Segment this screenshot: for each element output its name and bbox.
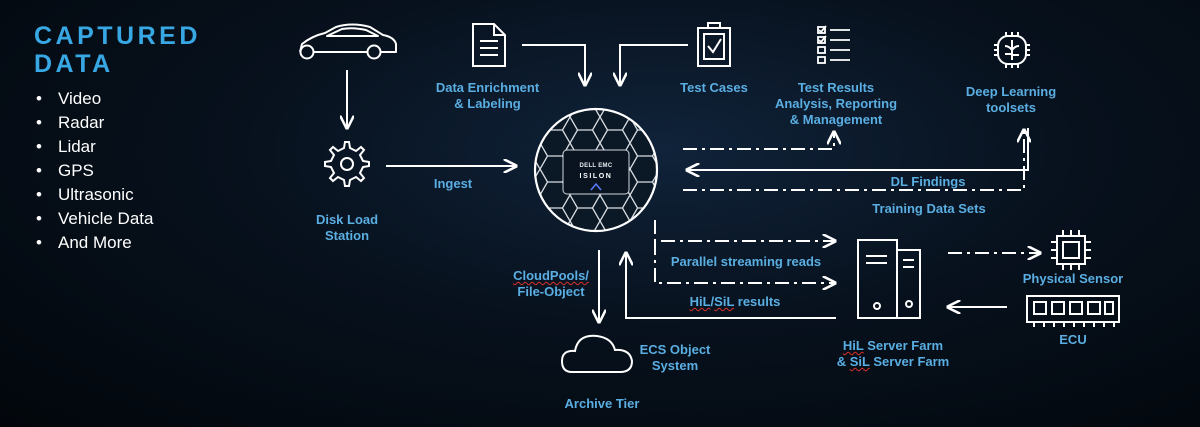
ingest-label: Ingest — [433, 176, 473, 191]
physical-sensor-label: Physical Sensor — [1022, 271, 1124, 286]
hil-sil-results-label: HiL/SiL results — [689, 294, 781, 309]
brain-chip-icon — [994, 32, 1030, 68]
ecs-object-system-label: ECS Object System — [639, 342, 711, 373]
list-item: Video — [36, 87, 153, 111]
data-enrichment-label: Data Enrichment & Labeling — [435, 80, 540, 111]
checklist-icon — [817, 25, 850, 64]
server-tower-icon — [857, 239, 921, 319]
list-item: And More — [36, 231, 153, 255]
dl-findings-label: DL Findings — [890, 174, 966, 189]
document-icon — [472, 23, 506, 67]
cloudpools-label: CloudPools/ File-Object — [513, 268, 589, 299]
gear-icon — [324, 141, 370, 187]
captured-data-list: Video Radar Lidar GPS Ultrasonic Vehicle… — [36, 87, 153, 255]
list-item: Vehicle Data — [36, 207, 153, 231]
cloud-icon — [560, 334, 634, 373]
deep-learning-label: Deep Learning toolsets — [965, 84, 1057, 115]
test-cases-label: Test Cases — [680, 80, 748, 95]
disk-load-station-label: Disk Load Station — [315, 212, 379, 243]
test-results-label: Test Results Analysis, Reporting & Manag… — [774, 80, 898, 127]
list-item: GPS — [36, 159, 153, 183]
archive-tier-label: Archive Tier — [564, 396, 640, 411]
list-item: Lidar — [36, 135, 153, 159]
list-item: Ultrasonic — [36, 183, 153, 207]
ecu-module-icon — [1026, 295, 1120, 327]
parallel-reads-label: Parallel streaming reads — [670, 254, 822, 269]
page-title: CAPTURED DATA — [34, 22, 201, 78]
ecu-label: ECU — [1059, 332, 1087, 347]
clipboard-check-icon — [697, 22, 731, 67]
server-farm-label: HiL Server Farm & SiL Server Farm — [836, 338, 950, 369]
car-icon — [299, 23, 397, 60]
dashed-connectors — [654, 130, 1040, 283]
training-data-sets-label: Training Data Sets — [872, 201, 986, 216]
isilon-storage-sphere — [533, 107, 659, 233]
list-item: Radar — [36, 111, 153, 135]
processor-chip-icon — [1051, 230, 1091, 270]
isilon-logo: ISILON — [579, 173, 613, 180]
dell-emc-logo: DELL EMC — [579, 163, 613, 169]
title-line-1: CAPTURED — [34, 22, 201, 50]
title-line-2: DATA — [34, 50, 114, 78]
